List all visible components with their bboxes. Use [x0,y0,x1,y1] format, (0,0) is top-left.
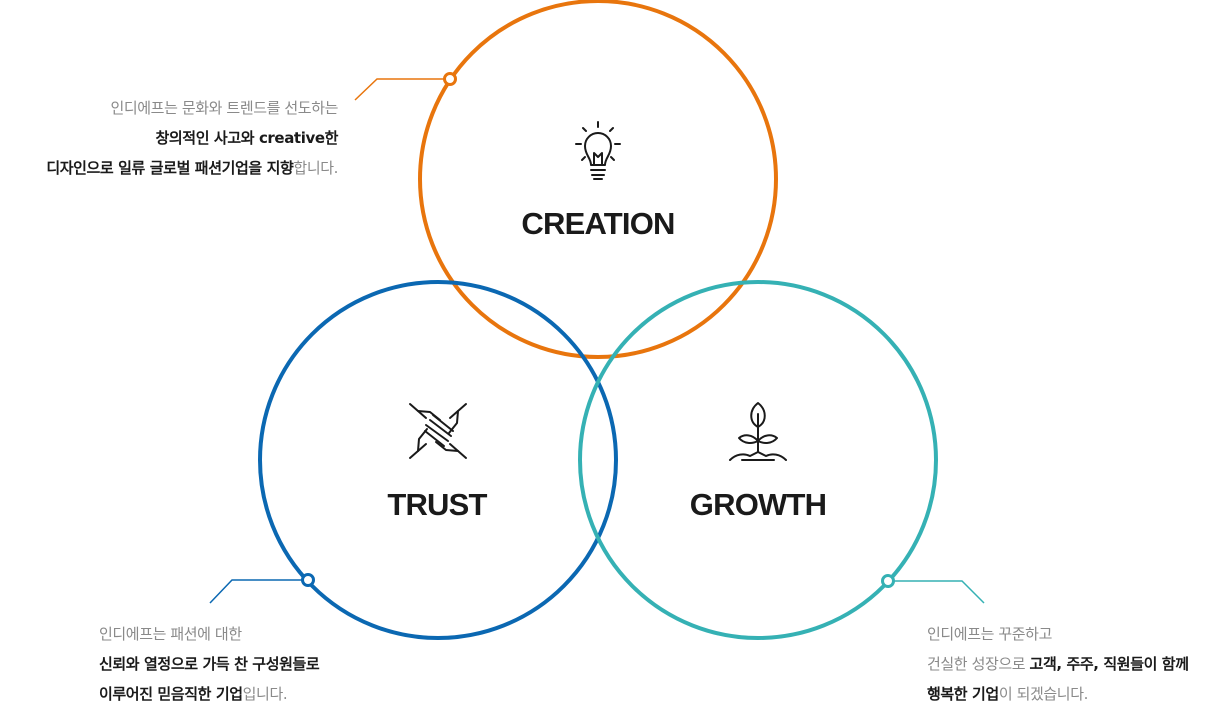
lightbulb-icon [575,121,621,180]
creation-circle [418,0,778,359]
creation-connector-line [354,78,450,101]
creation-title: CREATION [521,206,675,241]
trust-desc-line-1: 인디에프는 패션에 대한 [99,625,242,643]
creation-connector-dot [443,72,457,86]
trust-title: TRUST [387,487,487,522]
trust-desc-line-3-wrap: 이루어진 믿음직한 기업입니다. [99,679,319,709]
growth-desc-line-3-wrap: 행복한 기업이 되겠습니다. [927,679,1189,709]
trust-connector-line [209,579,308,604]
trust-desc-line-2-wrap: 신뢰와 열정으로 가득 찬 구성원들로 [99,649,320,679]
growth-description: 인디에프는 꾸준하고 건실한 성장으로 고객, 주주, 직원들이 함께 행복한 … [927,619,1189,709]
creation-desc-line-3-bold: 디자인으로 일류 글로벌 패션기업을 지향 [46,159,294,177]
growth-desc-line-3-bold: 행복한 기업 [927,685,999,703]
trust-desc-line-3-bold: 이루어진 믿음직한 기업 [99,685,243,703]
trust-connector-dot [301,573,315,587]
trust-desc-line-2: 신뢰와 열정으로 가득 찬 구성원들로 [99,655,320,673]
growth-desc-line-2-bold: 고객, 주주, 직원들이 함께 [1029,655,1189,673]
trust-description: 인디에프는 패션에 대한 신뢰와 열정으로 가득 찬 구성원들로 이루어진 믿음… [99,619,320,709]
growth-connector-line [888,580,985,604]
growth-desc-line-2-wrap: 건실한 성장으로 고객, 주주, 직원들이 함께 [927,649,1189,679]
trust-desc-line-3-rest: 입니다. [242,685,288,703]
creation-desc-line-2-wrap: 창의적인 사고와 creative한 [46,123,339,153]
creation-desc-line-2: 창의적인 사고와 creative한 [155,129,339,147]
growth-desc-line-3-rest: 이 되겠습니다. [998,685,1089,703]
creation-desc-line-3-rest: 합니다. [293,159,338,177]
growth-circle [578,280,938,640]
growth-desc-line-1: 인디에프는 꾸준하고 [927,625,1052,643]
sprout-icon [729,402,787,461]
trust-circle [258,280,618,640]
growth-connector-dot [881,574,895,588]
creation-desc-line-3-wrap: 디자인으로 일류 글로벌 패션기업을 지향합니다. [46,153,338,183]
growth-title: GROWTH [689,487,827,522]
creation-description: 인디에프는 문화와 트렌드를 선도하는 창의적인 사고와 creative한 디… [46,93,338,183]
growth-desc-line-2-plain: 건실한 성장으로 [927,655,1030,673]
joined-hands-icon [409,403,467,459]
creation-desc-line-1: 인디에프는 문화와 트렌드를 선도하는 [110,99,338,117]
